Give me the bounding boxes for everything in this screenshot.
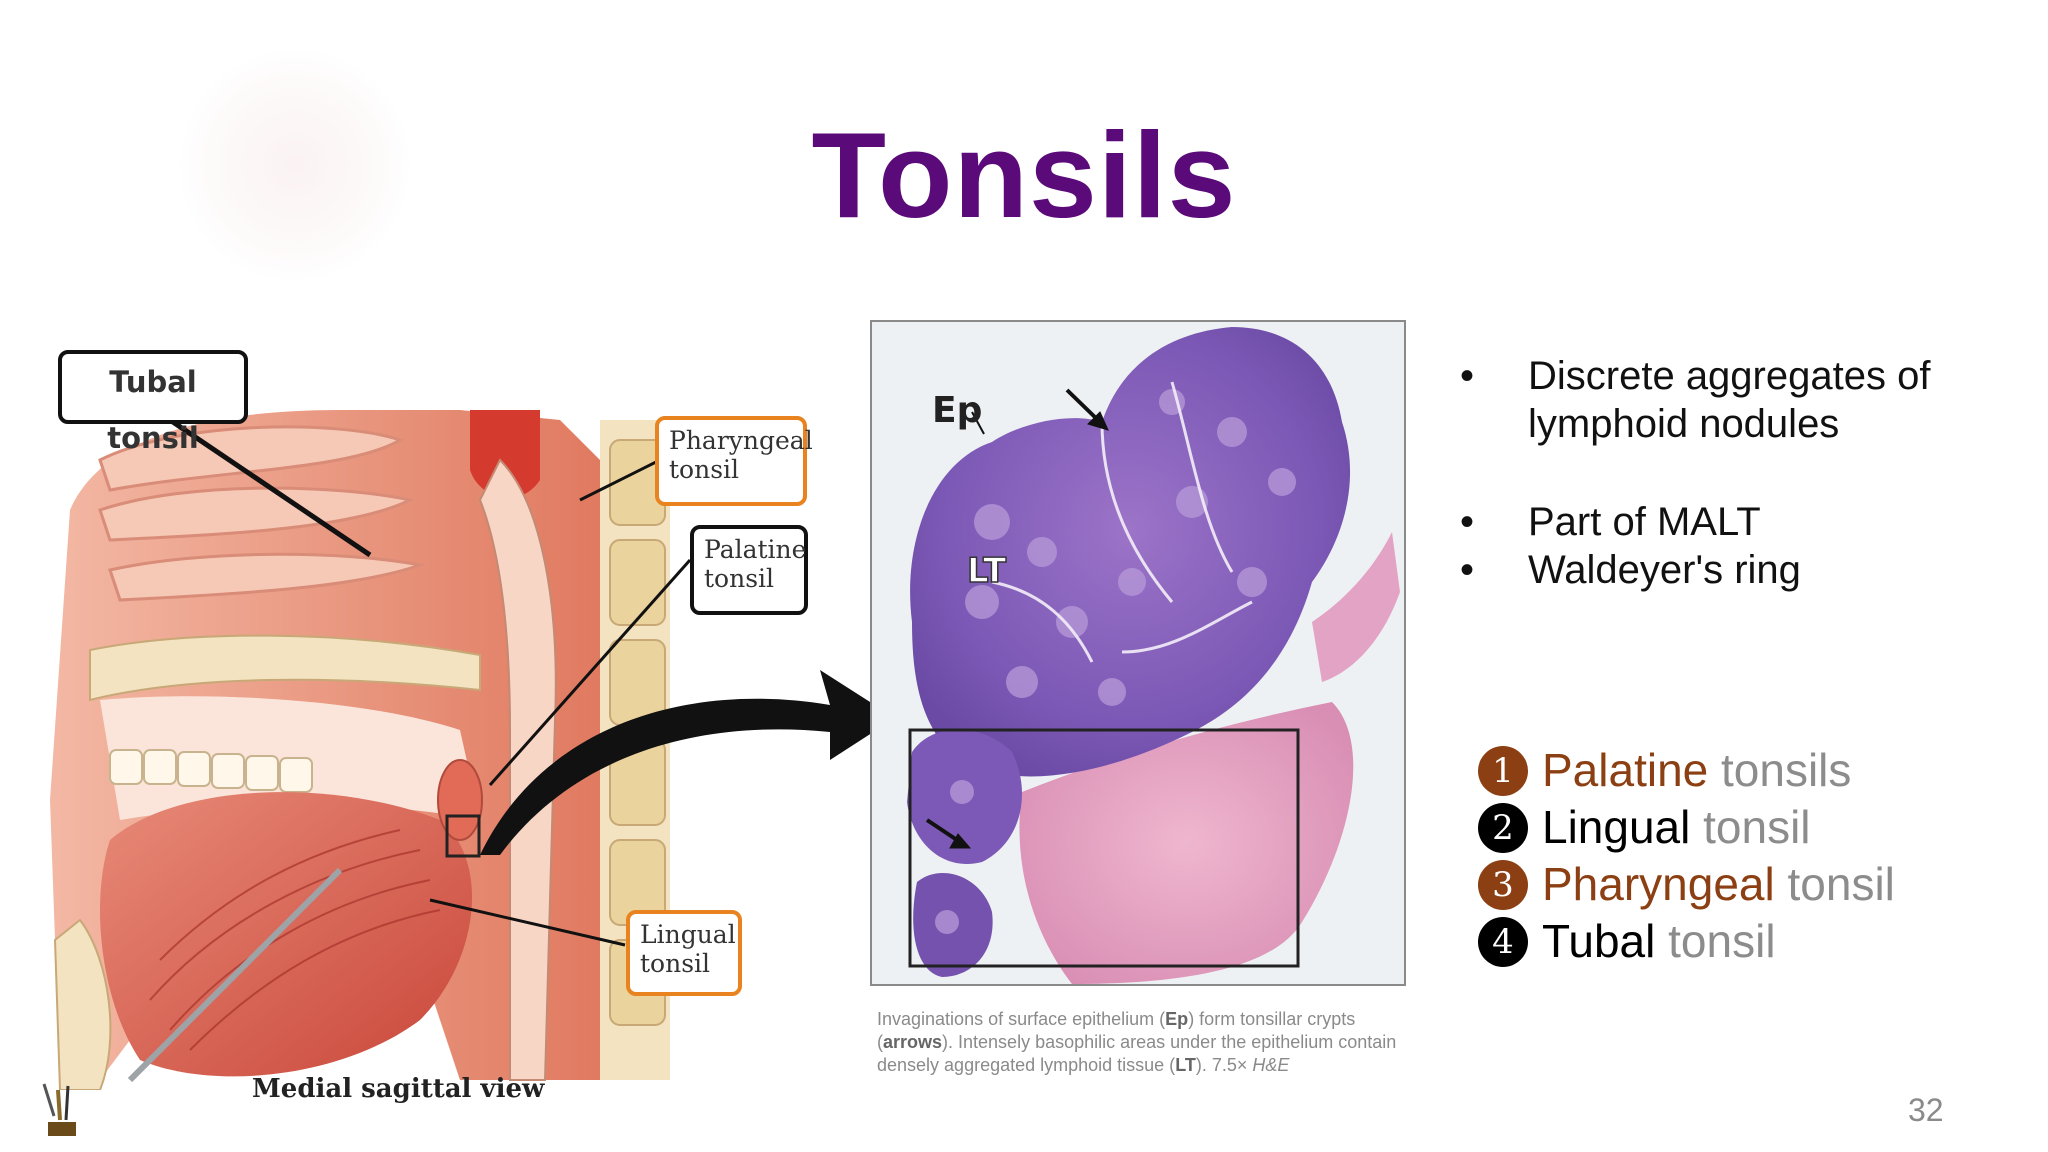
tonsil-name: Pharyngeal (1542, 858, 1775, 910)
number-badge: 2 (1478, 803, 1528, 853)
list-item-text: Tubal tonsil (1542, 913, 1776, 969)
ep-label: Ep (932, 390, 982, 431)
bullet-text: Part of MALT (1528, 500, 1761, 544)
tubal-tonsil-label: Tubal tonsil (58, 350, 248, 455)
bullet-text: lymphoid nodules (1528, 402, 1840, 446)
palatine-label-line2: tonsil (704, 564, 775, 593)
caption-text: ). Intensely basophilic areas under the … (877, 1032, 1397, 1075)
bullet-dot: • (1460, 548, 1475, 592)
bullet-text: Waldeyer's ring (1528, 548, 1801, 592)
number-badge: 1 (1478, 746, 1528, 796)
caption-stain: H&E (1252, 1055, 1290, 1075)
caption-lt: LT (1175, 1055, 1196, 1075)
illustration-caption: Medial sagittal view (252, 1074, 545, 1104)
lingual-label-line1: Lingual (640, 920, 736, 949)
histology-caption: Invaginations of surface epithelium (Ep)… (877, 1008, 1417, 1077)
page-number: 32 (1908, 1092, 1944, 1128)
tonsil-name: Palatine (1542, 744, 1709, 796)
caption-text: ). 7.5× (1195, 1055, 1253, 1075)
list-item-text: Pharyngeal tonsil (1542, 856, 1895, 912)
palatine-label-line1: Palatine (704, 535, 807, 564)
tonsil-suffix: tonsil (1787, 858, 1895, 910)
list-item-text: Palatine tonsils (1542, 742, 1851, 798)
lingual-tonsil-label: Lingual tonsil (626, 910, 742, 996)
caption-text: Invaginations of surface epithelium ( (877, 1009, 1166, 1029)
bullet-dot: • (1460, 354, 1475, 398)
caption-ep: Ep (1165, 1009, 1189, 1029)
lt-label: LT (967, 551, 1007, 591)
tonsil-suffix: tonsil (1668, 915, 1776, 967)
anatomy-illustration (50, 410, 692, 1090)
logo (42, 1083, 76, 1136)
tonsil-name: Tubal (1542, 915, 1656, 967)
number-badge: 4 (1478, 917, 1528, 967)
list-item-text: Lingual tonsil (1542, 799, 1811, 855)
watermark-emblem (180, 50, 410, 280)
tonsil-suffix: tonsils (1721, 744, 1852, 796)
pharyngeal-tonsil-label: Pharyngeal tonsil (655, 416, 813, 506)
number-badge: 3 (1478, 860, 1528, 910)
lingual-label-line2: tonsil (640, 949, 711, 978)
pharyngeal-label-line1: Pharyngeal (669, 426, 813, 455)
tonsil-suffix: tonsil (1703, 801, 1811, 853)
tonsil-name: Lingual (1542, 801, 1691, 853)
curved-arrow-icon (480, 670, 895, 855)
bullet-dot: • (1460, 500, 1475, 544)
slide-title: Tonsils (811, 107, 1237, 243)
pharyngeal-label-line2: tonsil (669, 455, 740, 484)
caption-arrows: arrows (883, 1032, 943, 1052)
histology-image: Ep LT (907, 327, 1400, 984)
palatine-tonsil-label: Palatine tonsil (690, 525, 808, 615)
bullet-text: Discrete aggregates of (1528, 354, 1931, 398)
histology-micrograph: Ep LT (870, 320, 1406, 986)
caption-text: ) form tonsillar crypts ( (877, 1009, 1356, 1052)
